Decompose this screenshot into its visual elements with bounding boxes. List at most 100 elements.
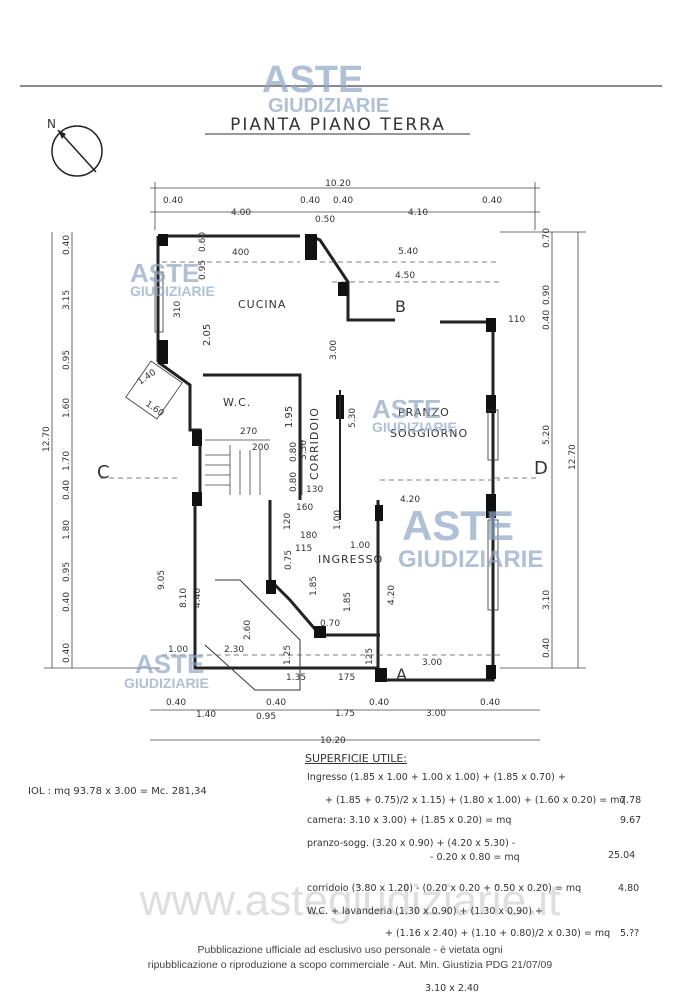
inner-dim-20: 120 — [283, 513, 293, 530]
inner-dim-8: 1.60 — [143, 399, 165, 419]
left-dim-7: 0.95 — [62, 562, 72, 582]
bottom-dim-3: 0.95 — [256, 712, 276, 722]
bottom-dim-7: 0.40 — [480, 698, 500, 708]
inner-dim-16: 3.30 — [299, 440, 309, 460]
inner-dim-2: 4.50 — [395, 271, 415, 281]
superficie-value-5: 4.80 — [618, 883, 640, 894]
room-label-pranzo: PRANZO — [398, 406, 450, 419]
watermark-aste-text: ASTE — [402, 502, 514, 549]
superficie-value-2: 9.67 — [620, 815, 642, 826]
inner-dim-28: 0.70 — [320, 619, 340, 629]
superficie-line-5: corridoio (3.80 x 1.20) - (0.20 x 0.20 +… — [307, 883, 582, 894]
footer-notice-line-1: Pubblicazione ufficiale ad esclusivo uso… — [197, 944, 503, 956]
superficie-value-7: 5.?? — [620, 928, 640, 939]
right-total-dim: 12.70 — [568, 444, 578, 470]
inner-dim-17: 5.30 — [348, 408, 358, 428]
inner-dim-30: 4.20 — [387, 585, 397, 605]
superficie-value-4: 25.04 — [608, 850, 636, 861]
inner-dim-25: 0.75 — [284, 550, 294, 570]
footer-notice-line-2: ripubblicazione o riproduzione a scopo c… — [147, 959, 553, 971]
watermark-giudiziarie-text: GIUDIZIARIE — [130, 283, 215, 299]
inner-dim-26: 1.85 — [309, 576, 319, 596]
top-dim-0: 0.40 — [163, 196, 183, 206]
left-inner-dim-2: 4.40 — [193, 588, 203, 608]
inner-dim-7: 1.40 — [136, 368, 158, 388]
right-dim-4: 3.10 — [542, 590, 552, 610]
room-label-wc: W.C. — [223, 396, 251, 409]
watermark-aste-text: ASTE — [372, 394, 441, 424]
left-dim-2: 0.95 — [62, 350, 72, 370]
left-inner-dim-0: 9.05 — [157, 570, 167, 590]
bottom-dim-6: 3.00 — [426, 709, 446, 719]
right-dim-1: 0.90 — [542, 285, 552, 305]
inner-dim-5: 0.95 — [198, 260, 208, 280]
room-label-soggiorno: SOGGIORNO — [390, 427, 468, 440]
inner-dim-11: 270 — [240, 427, 257, 437]
aste-watermark-bottom: ASTE GIUDIZIARIE — [124, 649, 209, 691]
room-label-cucina: CUCINA — [238, 298, 286, 311]
watermark-aste-text: ASTE — [262, 59, 363, 101]
inner-dim-36: 2.30 — [224, 645, 244, 655]
bottom-dim-5: 0.40 — [369, 698, 389, 708]
left-dim-6: 1.80 — [62, 520, 72, 540]
watermark-aste-text: ASTE — [130, 258, 199, 288]
right-dim-5: 0.40 — [542, 638, 552, 658]
aste-watermark-top: ASTE GIUDIZIARIE — [262, 59, 389, 117]
inner-dim-27: 1.85 — [343, 592, 353, 612]
room-label-ingresso: INGRESSO — [318, 553, 383, 566]
inner-dim-32: 1.25 — [283, 645, 293, 665]
inner-dim-4: 310 — [173, 301, 183, 318]
watermark-giudiziarie-text: GIUDIZIARIE — [124, 675, 209, 691]
section-mark-a: A — [396, 665, 407, 684]
inner-dim-21: 180 — [300, 531, 317, 541]
inner-dim-14: 0.80 — [289, 472, 299, 492]
left-dim-4: 1.70 — [62, 451, 72, 471]
inner-dim-3: 110 — [508, 315, 525, 325]
superficie-line-7: + (1.16 x 2.40) + (1.10 + 0.80)/2 x 0.30… — [385, 928, 611, 939]
top-dim-2: 0.40 — [300, 196, 320, 206]
top-dim-3: 0.40 — [333, 196, 353, 206]
watermark-giudiziarie-text: GIUDIZIARIE — [372, 419, 457, 435]
inner-dim-24: 115 — [295, 544, 312, 554]
volume-note: IOL : mq 93.78 x 3.00 = Mc. 281,34 — [28, 786, 207, 797]
right-dim-3: 5.20 — [542, 425, 552, 445]
inner-dim-22: 1.00 — [333, 510, 343, 530]
superficie-line-0: Ingresso (1.85 x 1.00 + 1.00 x 1.00) + (… — [307, 772, 566, 783]
watermark-aste-text: ASTE — [135, 649, 204, 679]
inner-dim-31: 3.00 — [422, 658, 442, 668]
left-dim-5: 0.40 — [62, 480, 72, 500]
inner-dim-33: 125 — [365, 648, 375, 665]
right-dim-0: 0.70 — [542, 228, 552, 248]
inner-dim-18: 130 — [306, 485, 323, 495]
site-watermark: www.astegiudiziarie.it — [139, 876, 561, 925]
left-dim-0: 0.40 — [62, 235, 72, 255]
superficie-line-6: W.C. + lavanderia (1.30 x 0.90) + (1.30 … — [307, 906, 543, 917]
inner-dim-35: 1.35 — [286, 673, 306, 683]
top-dim-1: 4.00 — [231, 208, 251, 218]
watermark-giudiziarie-text: GIUDIZIARIE — [398, 546, 543, 573]
left-total-dim: 12.70 — [42, 426, 52, 452]
bottom-dim-1: 1.40 — [196, 710, 216, 720]
inner-dim-19: 160 — [296, 503, 313, 513]
inner-dim-6: 0.60 — [198, 232, 208, 252]
aste-watermark-right: ASTE GIUDIZIARIE — [398, 502, 543, 573]
superficie-heading: SUPERFICIE UTILE: — [305, 752, 408, 765]
section-mark-c: C — [97, 462, 110, 483]
aste-watermark-center: ASTE GIUDIZIARIE — [372, 394, 457, 435]
room-label-corridoio: CORRIDOIO — [308, 407, 321, 480]
bottom-dim-4: 1.75 — [335, 709, 355, 719]
inner-dim-12: 200 — [252, 443, 269, 453]
inner-dim-10: 2.05 — [202, 324, 213, 346]
inner-dim-0: 400 — [232, 248, 249, 258]
left-dim-8: 0.40 — [62, 592, 72, 612]
inner-dim-37: 1.00 — [168, 645, 188, 655]
section-mark-b: B — [395, 297, 406, 316]
north-arrow-icon: N — [47, 117, 103, 177]
compass-label: N — [47, 117, 56, 131]
inner-dim-29: 4.20 — [400, 495, 420, 505]
bottom-total-dim: 10.20 — [320, 736, 346, 746]
bottom-dim-0: 0.40 — [166, 698, 186, 708]
inner-dim-1: 5.40 — [398, 247, 418, 257]
watermark-giudiziarie-text: GIUDIZIARIE — [268, 95, 389, 117]
